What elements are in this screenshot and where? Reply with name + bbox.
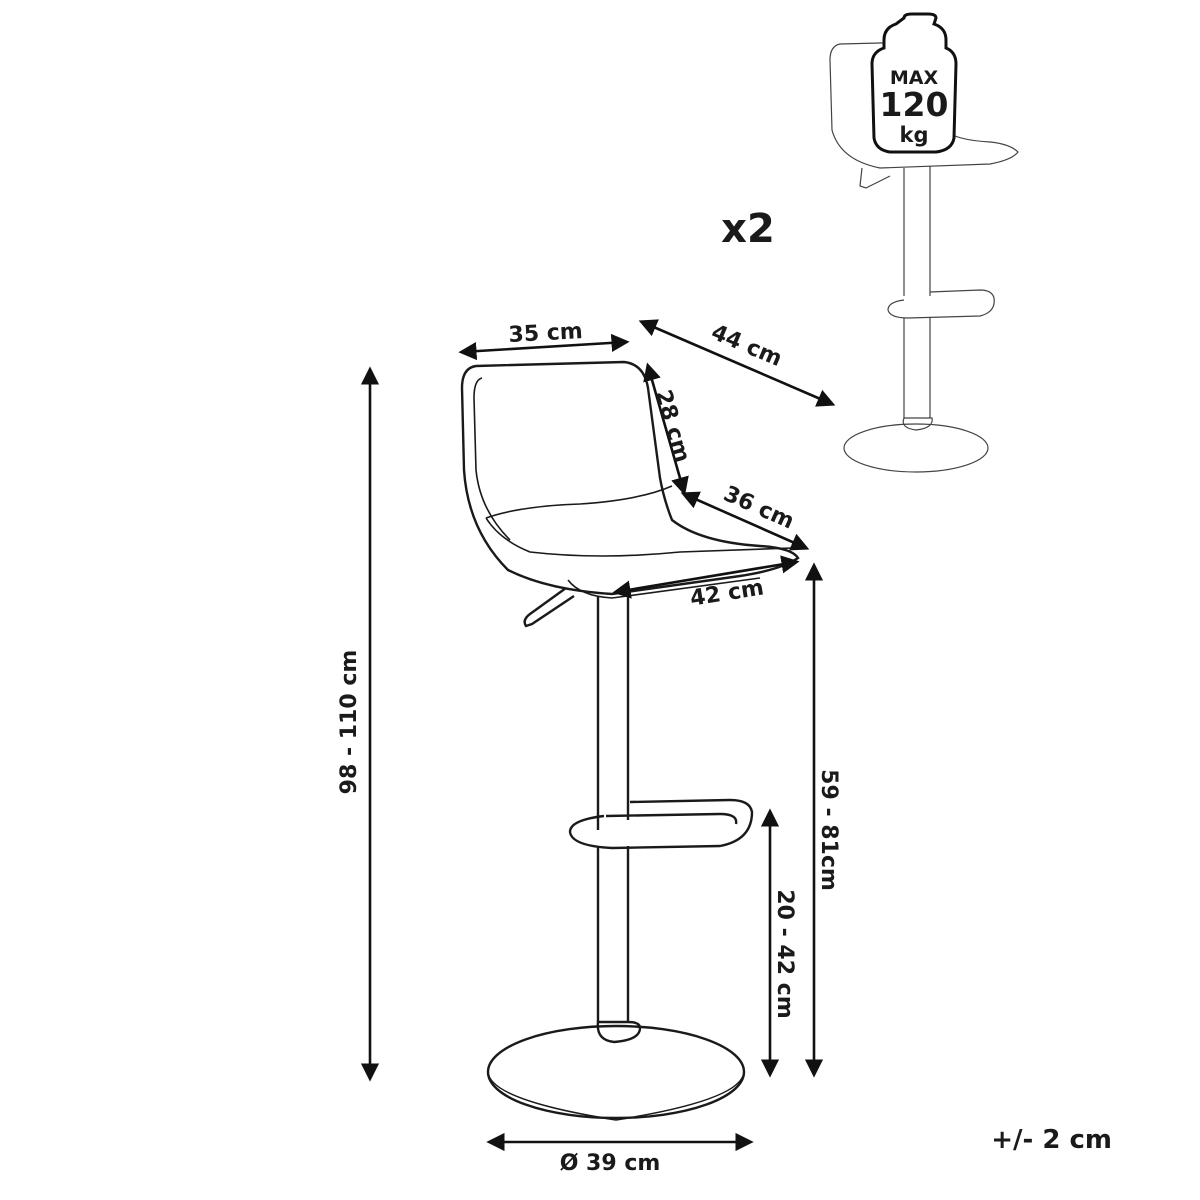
ref-stool-base (843, 423, 989, 473)
stool-collar (596, 1020, 642, 1044)
ref-stool-collar (902, 417, 933, 431)
dimension-labels: 35 cm 44 cm 28 cm 36 cm 42 cm 98 - 110 c… (337, 319, 841, 1176)
tolerance-label: +/- 2 cm (991, 1125, 1112, 1155)
quantity-label: x2 (721, 206, 775, 252)
weight-badge-line1: MAX (890, 67, 939, 89)
ref-stool-footrest (887, 289, 995, 319)
stool-base (486, 1024, 746, 1120)
weight-badge: MAX 120 kg (870, 12, 958, 154)
stool-seat-underside (567, 577, 761, 599)
dim-back-height-line (643, 362, 689, 496)
main-stool-drawing (460, 360, 800, 1121)
dim-back-width-line (458, 333, 630, 361)
dim-seat-depth-line (680, 491, 810, 551)
weight-badge-line3: kg (900, 123, 929, 147)
dim-total-depth-label: 44 cm (707, 320, 785, 372)
stool-footrest (568, 798, 754, 850)
dim-footrest-height-label: 20 - 42 cm (772, 889, 797, 1018)
dim-base-diameter-label: Ø 39 cm (560, 1151, 661, 1176)
stool-gas-lever (523, 587, 575, 628)
dim-back-width-label: 35 cm (508, 319, 583, 348)
dim-total-height-label: 98 - 110 cm (337, 650, 362, 795)
ref-stool-column (903, 166, 931, 418)
dim-seat-height-label: 59 - 81cm (816, 769, 841, 891)
stool-column (596, 596, 630, 1022)
weight-icon (870, 12, 958, 154)
weight-badge-line2: 120 (880, 85, 949, 124)
dimension-lines (360, 319, 836, 1152)
stool-backrest-inner (473, 377, 511, 541)
stool-backrest (460, 360, 800, 596)
dim-seat-width-line (612, 555, 800, 599)
dim-total-depth-line (638, 319, 836, 407)
stool-base-rim (487, 1071, 745, 1121)
ref-stool-lever (859, 167, 891, 189)
